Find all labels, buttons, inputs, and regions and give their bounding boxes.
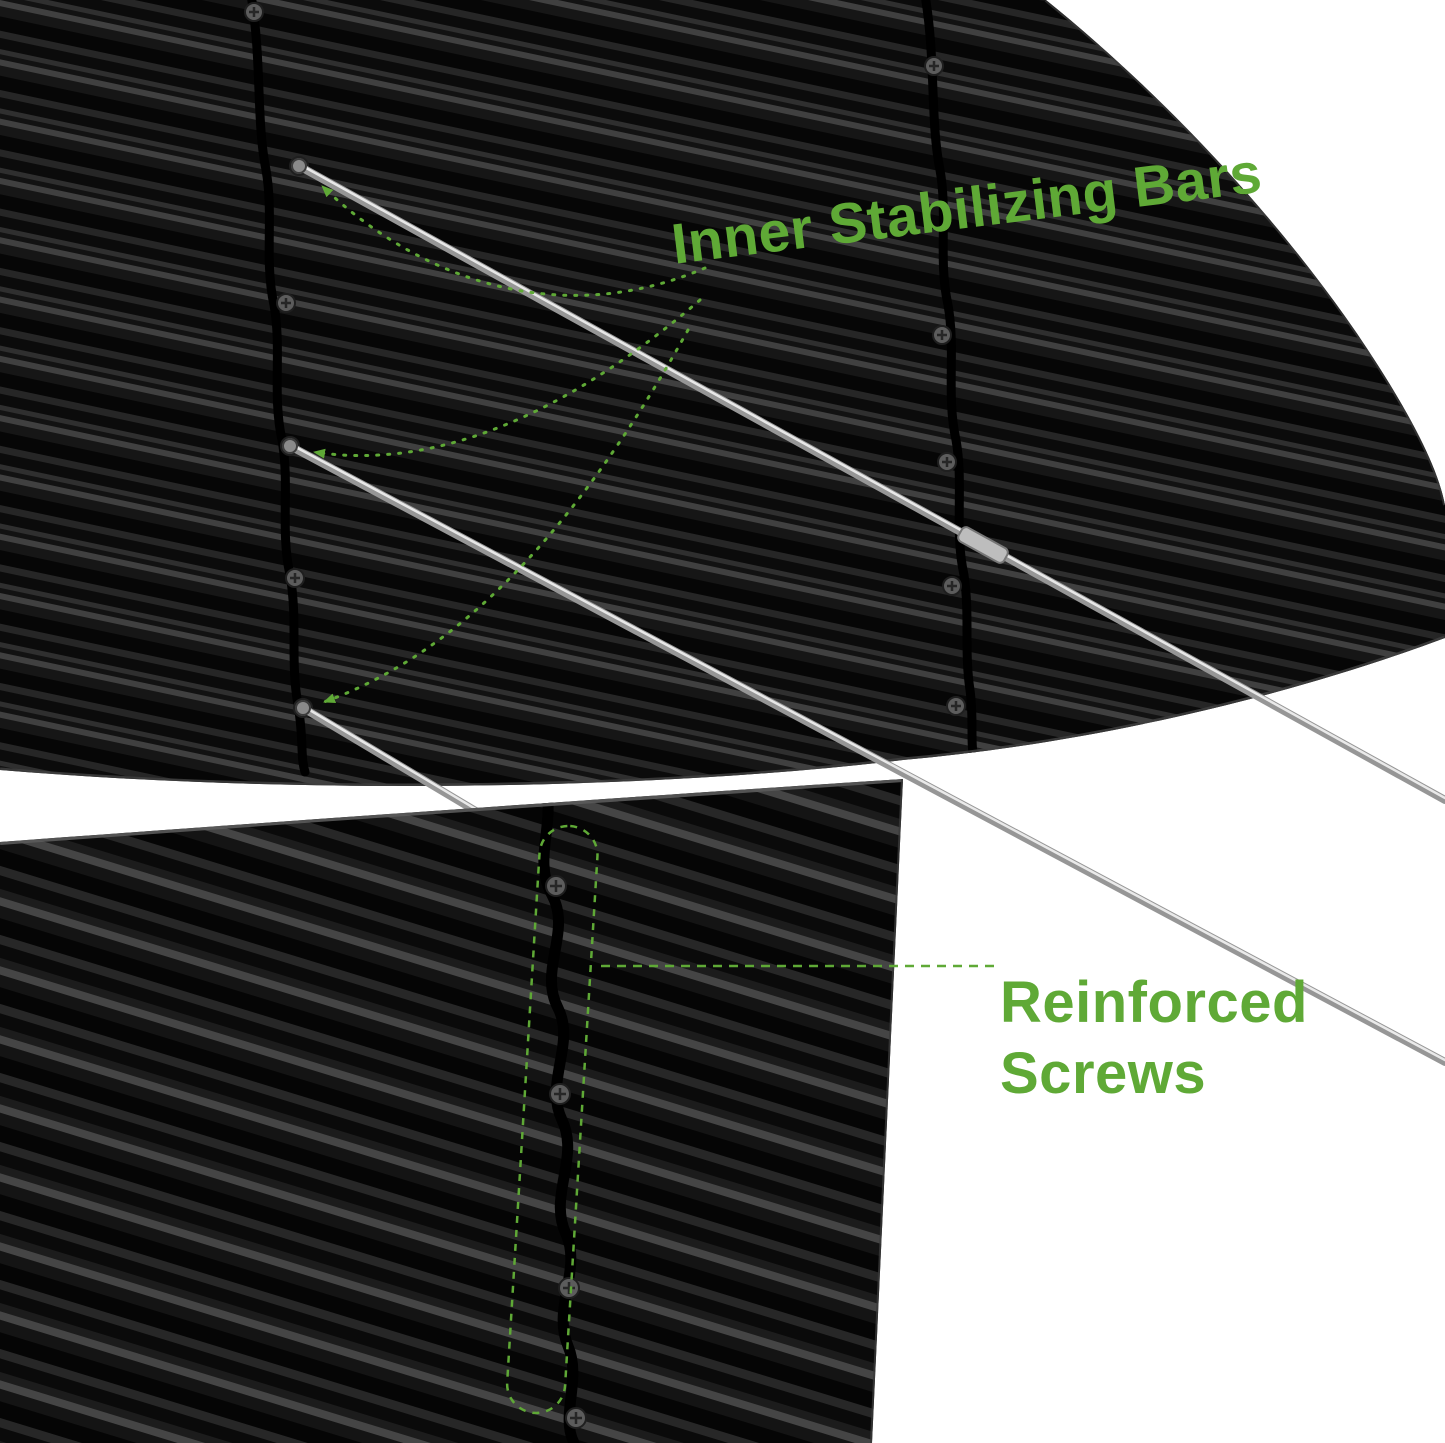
screw bbox=[545, 875, 567, 897]
screw bbox=[924, 56, 944, 76]
stabilizing-rod-1 bbox=[291, 158, 1445, 804]
rod-anchor bbox=[282, 438, 298, 454]
screw bbox=[942, 576, 962, 596]
screw bbox=[558, 1277, 580, 1299]
rod-anchor bbox=[295, 700, 311, 716]
callout-arrow bbox=[322, 328, 690, 704]
screw bbox=[285, 568, 305, 588]
panel-seam-left bbox=[246, 0, 310, 777]
screw-highlight-capsule bbox=[505, 824, 599, 1415]
corrugation-texture bbox=[0, 779, 903, 1443]
screw bbox=[276, 293, 296, 313]
panel-curved-edge bbox=[1044, 0, 1445, 506]
top-panel-photo bbox=[0, 0, 1445, 787]
screw bbox=[244, 2, 264, 22]
corrugation-texture bbox=[0, 0, 1445, 787]
screw bbox=[937, 452, 957, 472]
seam-screws-right bbox=[924, 56, 966, 716]
screw bbox=[932, 325, 952, 345]
stabilizing-rod-2 bbox=[282, 438, 1445, 1066]
reinforced-screws-label-line1: Reinforced bbox=[1000, 970, 1308, 1035]
reinforced-screws-label-line2: Screws bbox=[1000, 1040, 1207, 1106]
reinforced-screws-label: Reinforced Screws bbox=[1000, 968, 1308, 1110]
bottom-panel-photo bbox=[0, 779, 903, 1443]
screw bbox=[946, 696, 966, 716]
stabilizing-rods bbox=[282, 158, 1445, 1066]
rod-turnbuckle bbox=[957, 526, 1009, 564]
panel-bottom-edge bbox=[0, 635, 1445, 787]
callouts bbox=[312, 184, 995, 1415]
screw bbox=[565, 1407, 587, 1429]
panel-seam-right bbox=[920, 0, 979, 765]
reinforced-screws-group bbox=[545, 875, 587, 1429]
screw bbox=[549, 1083, 571, 1105]
panel-top-edge bbox=[0, 779, 903, 845]
rod-anchor bbox=[291, 158, 307, 174]
